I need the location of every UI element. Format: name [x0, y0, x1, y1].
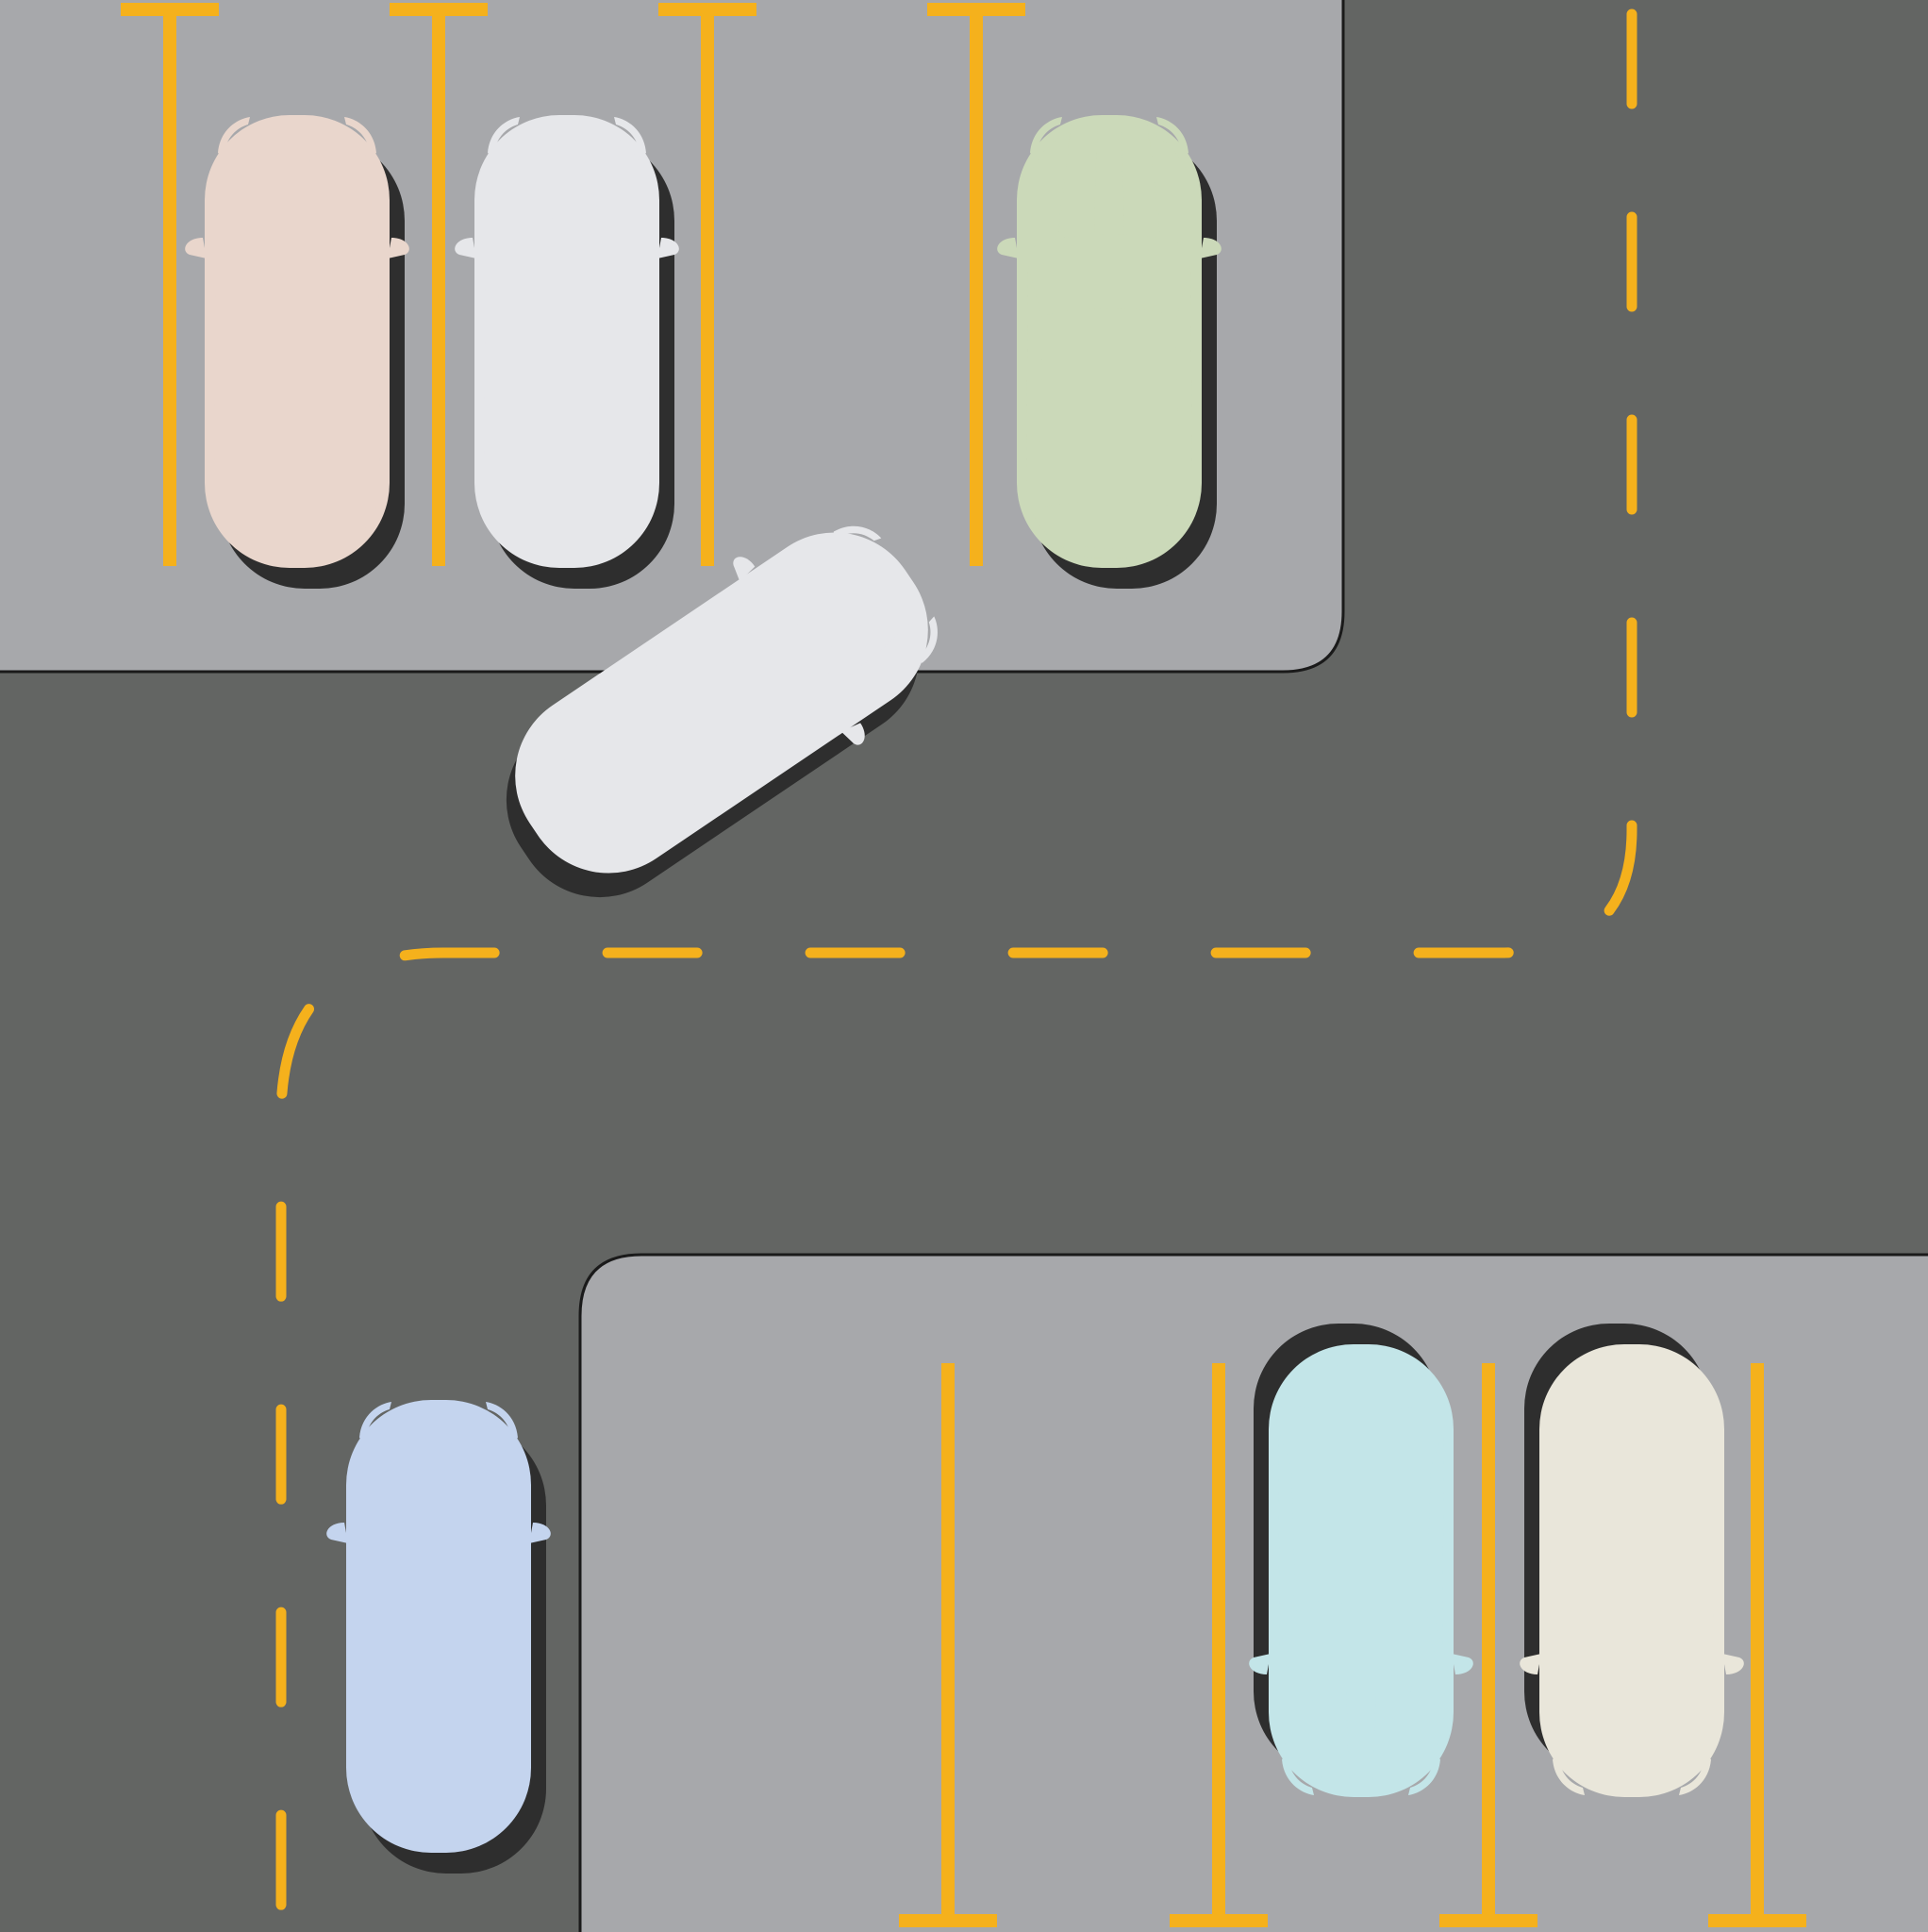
car-top-white-body — [455, 115, 679, 568]
car-top-green-body — [997, 115, 1222, 568]
car-road-blue-body — [326, 1400, 551, 1853]
bottom-stall-line-2 — [1170, 1363, 1268, 1927]
top-lot-curb — [0, 0, 1345, 674]
car-top-peach — [185, 115, 409, 589]
car-road-blue — [326, 1400, 551, 1874]
top-stall-line-2 — [390, 3, 488, 566]
bottom-stall-line-1 — [899, 1363, 997, 1927]
car-bottom-cyan — [1249, 1324, 1473, 1797]
bottom-stall-line-4 — [1708, 1363, 1806, 1927]
car-top-peach-body — [185, 115, 409, 568]
car-turning-white — [471, 483, 972, 923]
car-bottom-cream-body — [1520, 1344, 1744, 1797]
cars — [185, 115, 1744, 1874]
top-stall-line-3 — [658, 3, 756, 566]
top-stall-lines — [121, 3, 1025, 566]
top-stall-line-1 — [121, 3, 219, 566]
bottom-lot-curb — [578, 1253, 1928, 1932]
center-lane-marking — [275, 8, 1637, 1930]
car-top-green — [997, 115, 1222, 589]
bottom-stall-lines — [899, 1363, 1806, 1927]
top-stall-line-4 — [927, 3, 1025, 566]
car-top-white — [455, 115, 679, 589]
car-bottom-cream — [1520, 1324, 1744, 1797]
bottom-stall-line-3 — [1439, 1363, 1537, 1927]
car-bottom-cyan-body — [1249, 1344, 1473, 1797]
